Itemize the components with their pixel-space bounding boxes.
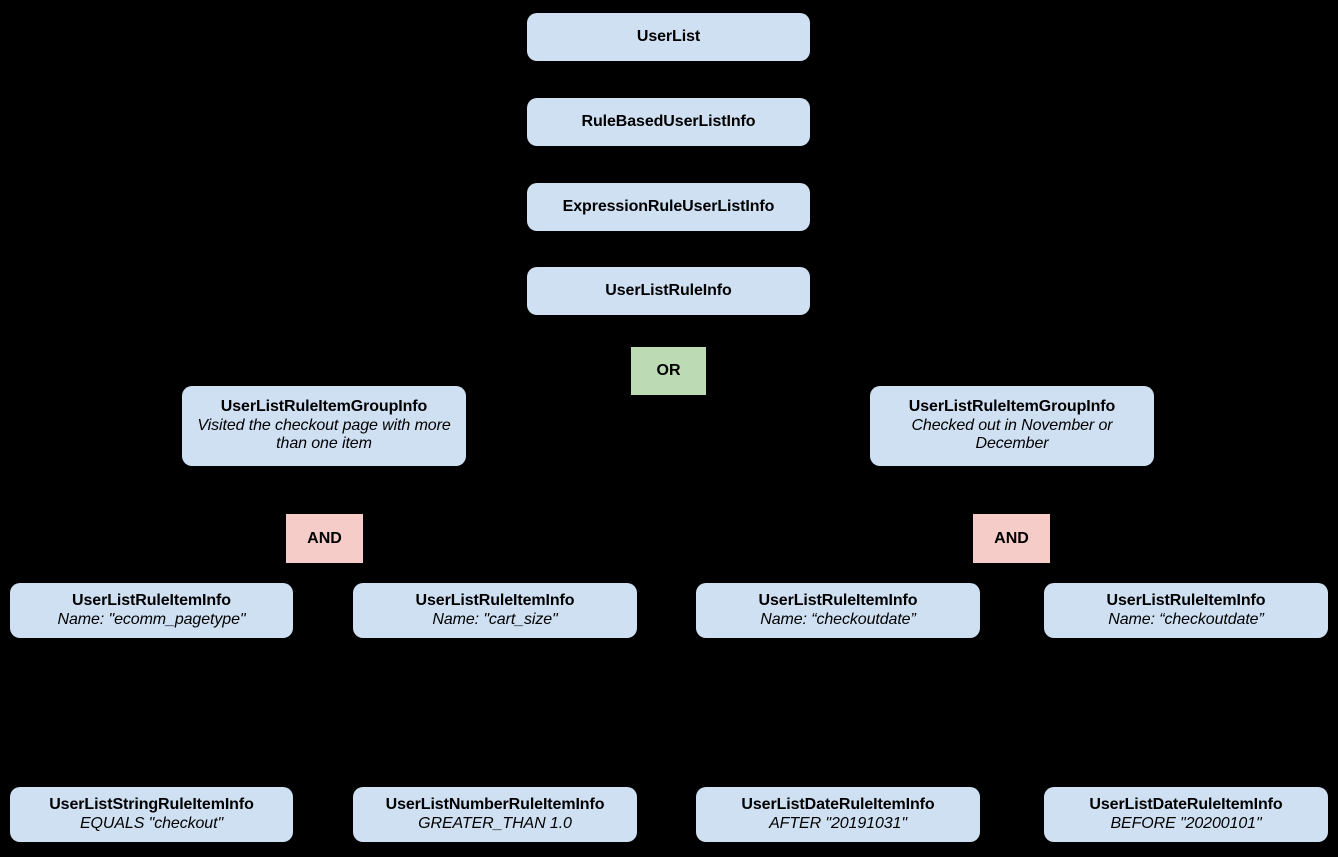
node-user-list[interactable]: UserList xyxy=(527,13,810,61)
node-title: UserListRuleItemInfo xyxy=(758,591,918,609)
node-title: UserListDateRuleItemInfo xyxy=(1089,795,1283,813)
operator-label: AND xyxy=(994,529,1029,547)
node-expression-rule-user-list-info[interactable]: ExpressionRuleUserListInfo xyxy=(527,183,810,231)
node-title: UserListRuleItemGroupInfo xyxy=(220,398,428,416)
node-number-rule-item-info[interactable]: UserListNumberRuleItemInfo GREATER_THAN … xyxy=(353,787,637,842)
node-subtitle: Name: “checkoutdate” xyxy=(1108,610,1264,628)
node-subtitle: Name: “checkoutdate” xyxy=(760,610,916,628)
node-rule-item-cart-size[interactable]: UserListRuleItemInfo Name: "cart_size" xyxy=(353,583,637,638)
operator-or[interactable]: OR xyxy=(631,347,706,395)
node-title: ExpressionRuleUserListInfo xyxy=(562,197,775,215)
node-subtitle: Checked out in November or December xyxy=(911,416,1113,453)
node-rule-based-user-list-info[interactable]: RuleBasedUserListInfo xyxy=(527,98,810,146)
operator-and-left[interactable]: AND xyxy=(286,514,363,563)
node-subtitle: EQUALS "checkout" xyxy=(79,814,224,832)
node-title: UserListRuleItemGroupInfo xyxy=(908,398,1116,416)
node-title: UserListNumberRuleItemInfo xyxy=(385,795,605,813)
node-title: RuleBasedUserListInfo xyxy=(581,112,756,130)
node-group-left[interactable]: UserListRuleItemGroupInfo Visited the ch… xyxy=(182,386,466,466)
node-string-rule-item-info[interactable]: UserListStringRuleItemInfo EQUALS "check… xyxy=(10,787,293,842)
node-rule-item-ecomm-pagetype[interactable]: UserListRuleItemInfo Name: "ecomm_pagety… xyxy=(10,583,293,638)
node-title: UserListRuleItemInfo xyxy=(415,591,575,609)
node-title: UserListRuleItemInfo xyxy=(1106,591,1266,609)
node-rule-item-checkoutdate-after[interactable]: UserListRuleItemInfo Name: “checkoutdate… xyxy=(696,583,980,638)
node-title: UserListDateRuleItemInfo xyxy=(741,795,935,813)
node-subtitle: BEFORE "20200101" xyxy=(1110,814,1262,832)
node-subtitle: Name: "cart_size" xyxy=(432,610,558,628)
node-group-right[interactable]: UserListRuleItemGroupInfo Checked out in… xyxy=(870,386,1154,466)
node-subtitle: Name: "ecomm_pagetype" xyxy=(57,610,246,628)
node-date-rule-item-info-after[interactable]: UserListDateRuleItemInfo AFTER "20191031… xyxy=(696,787,980,842)
operator-label: AND xyxy=(307,529,342,547)
node-subtitle: Visited the checkout page with more than… xyxy=(197,416,451,453)
node-subtitle: GREATER_THAN 1.0 xyxy=(418,814,572,832)
node-title: UserListStringRuleItemInfo xyxy=(49,795,254,813)
node-date-rule-item-info-before[interactable]: UserListDateRuleItemInfo BEFORE "2020010… xyxy=(1044,787,1328,842)
operator-and-right[interactable]: AND xyxy=(973,514,1050,563)
node-title: UserListRuleInfo xyxy=(605,281,732,299)
node-rule-item-checkoutdate-before[interactable]: UserListRuleItemInfo Name: “checkoutdate… xyxy=(1044,583,1328,638)
operator-label: OR xyxy=(656,362,681,379)
node-subtitle: AFTER "20191031" xyxy=(769,814,907,832)
node-title: UserListRuleItemInfo xyxy=(72,591,231,609)
node-user-list-rule-info[interactable]: UserListRuleInfo xyxy=(527,267,810,315)
node-title: UserList xyxy=(636,27,701,45)
